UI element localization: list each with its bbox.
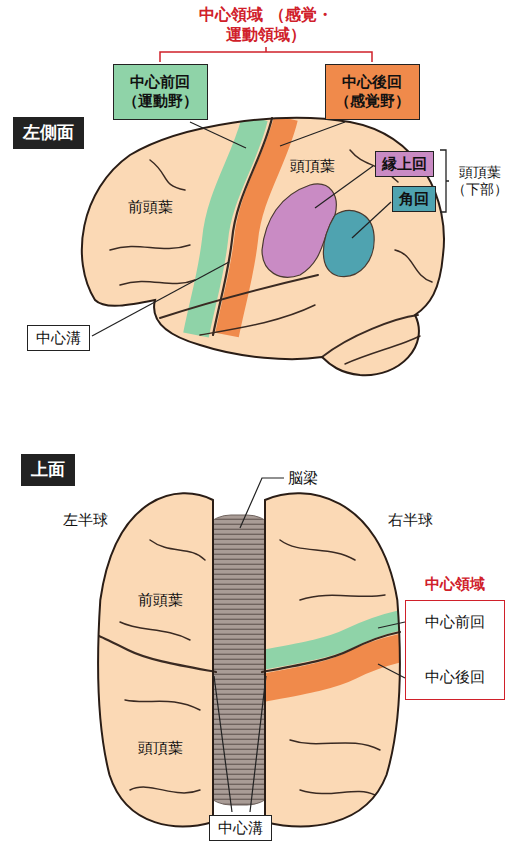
- leader-line: [92, 262, 229, 336]
- lobe-label: 前頭葉: [138, 591, 183, 610]
- lobe-label: 前頭葉: [128, 198, 173, 217]
- leader-lines: [92, 122, 391, 336]
- node-text: 中心溝: [36, 329, 81, 348]
- gyrus-line: [120, 622, 190, 640]
- region-heading: 中心領域: [396, 575, 514, 594]
- gyrus-line: [290, 740, 380, 750]
- region-key-box: 中心領域中心前回中心後回: [405, 600, 505, 700]
- leader-line: [214, 676, 232, 812]
- cerebellum-border: [322, 315, 418, 357]
- sulcus-label-box: 中心溝: [209, 815, 272, 842]
- brain-lateral-fill: [82, 118, 444, 375]
- lobe-label: 頭頂葉: [290, 157, 335, 176]
- top-view-sulci: [99, 540, 400, 795]
- leader-line: [378, 664, 405, 678]
- gyrus-line: [120, 280, 195, 285]
- gyrus-line: [130, 787, 200, 793]
- gyrus-line: [200, 305, 315, 335]
- gyrus-label-box: 縁上回: [375, 151, 434, 178]
- leader-line: [378, 622, 405, 628]
- leader-line: [240, 478, 284, 528]
- gyrus-label-box: 角回: [392, 186, 436, 213]
- gyrus-line: [300, 790, 375, 795]
- lobe-label: 頭頂葉: [138, 739, 183, 758]
- central-sulcus-line: [213, 118, 272, 335]
- gyrus-line: [150, 160, 185, 190]
- top-view-regions: [262, 618, 410, 688]
- parietal-bracket: [440, 150, 449, 212]
- gyrus-line: [300, 595, 385, 600]
- region-heading: 中心領域 （感覚・運動領域）: [191, 5, 341, 45]
- leader-line: [280, 122, 345, 146]
- leader-line: [250, 676, 266, 812]
- cerebellum-folia: [345, 336, 420, 364]
- motor-area-box: 中心前回 （運動野）: [113, 64, 208, 120]
- node-text: 上面: [31, 459, 65, 480]
- lobe-label: 頭頂葉 （下部）: [449, 164, 511, 199]
- gyrus-line: [150, 540, 205, 560]
- structure-label: 脳梁: [288, 469, 318, 488]
- right-hemisphere-outline: [265, 493, 400, 826]
- leader-line: [190, 122, 246, 148]
- sensory-area-box: 中心後回 （感覚野）: [325, 64, 420, 120]
- gyrus-line: [125, 700, 200, 710]
- lateral-fissure: [160, 275, 318, 318]
- node-text: 左側面: [23, 122, 74, 143]
- leader-lines: [214, 478, 405, 812]
- view-tag: 上面: [21, 454, 75, 485]
- hemisphere-label: 右半球: [388, 511, 433, 530]
- gyrus-line: [280, 540, 355, 560]
- region-bracket: [160, 47, 372, 62]
- node-text: 中心後回 （感覚野）: [332, 73, 413, 111]
- brain-lateral-outline: [82, 118, 444, 375]
- node-text: 縁上回: [382, 155, 427, 174]
- lateral-regions: [196, 118, 374, 335]
- node-text: 中心溝: [218, 819, 263, 838]
- lateral-sulci: [110, 118, 432, 364]
- central-sulcus-line: [99, 636, 216, 672]
- central-sulcus-line: [262, 632, 400, 672]
- node-text: 角回: [399, 190, 429, 209]
- sulcus-label-box: 中心溝: [27, 325, 90, 352]
- left-hemisphere-outline: [98, 493, 213, 826]
- region-entry: 中心前回: [406, 613, 504, 632]
- gyrus-line: [395, 250, 432, 282]
- gyrus-line: [110, 245, 190, 250]
- hemisphere-label: 左半球: [63, 511, 108, 530]
- view-tag: 左側面: [13, 117, 84, 148]
- region-entry: 中心後回: [406, 668, 504, 687]
- leader-line: [352, 202, 391, 238]
- angular-gyrus: [323, 211, 374, 277]
- node-text: 中心前回 （運動野）: [120, 73, 201, 111]
